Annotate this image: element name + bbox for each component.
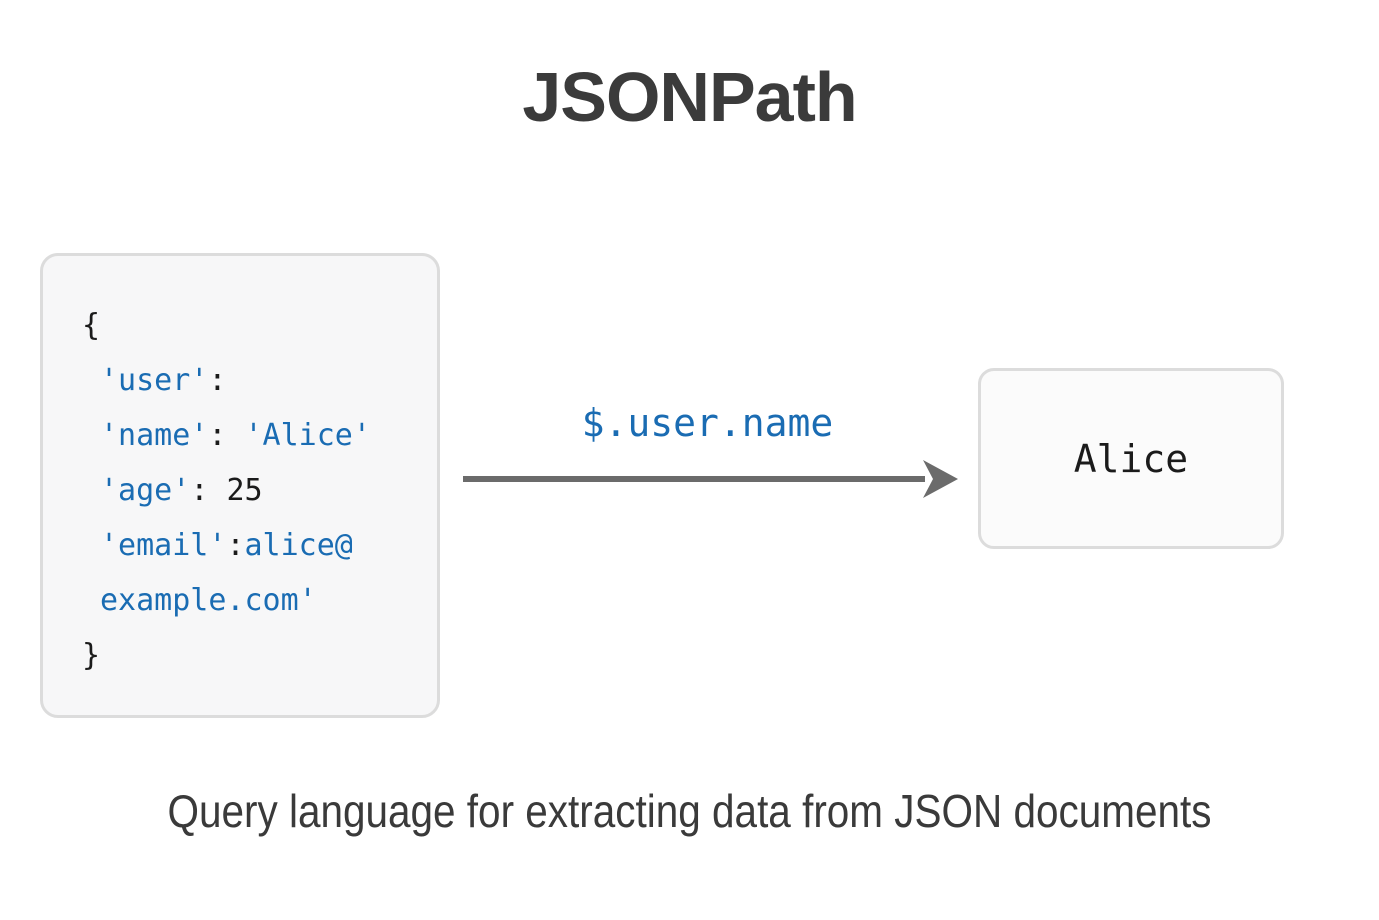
jsonpath-expression-label: $.user.name [581,401,834,445]
result-value-text: Alice [1073,436,1189,481]
code-token-punct: : [208,363,227,398]
page-title: JSONPath [522,58,857,136]
code-line-name-pair: 'name': 'Alice' [82,408,371,463]
code-line-close-brace: } [82,628,371,683]
code-token-key: 'email' [100,528,227,563]
code-line-open-brace: { [82,298,371,353]
code-token-key: 'name' [100,418,209,453]
code-token-brace: } [82,638,101,673]
code-token-brace: { [82,308,101,343]
result-card: Alice [978,368,1284,549]
code-token-punct: : [226,528,245,563]
code-token-key: 'age' [100,473,191,508]
arrow-head [923,460,958,498]
code-token-num: 25 [226,473,263,508]
code-token-punct: : [190,473,227,508]
code-token-punct: : [208,418,245,453]
code-token-str: 'Alice' [244,418,371,453]
code-token-str: alice@ [244,528,353,563]
flow-arrow-icon [463,460,958,498]
code-token-key: 'user' [100,363,209,398]
code-line-age-pair: 'age': 25 [82,463,371,518]
caption: Query language for extracting data from … [167,785,1212,837]
json-source-code: {'user':'name': 'Alice''age': 25'email':… [82,298,371,683]
code-line-email-pair-1: 'email':alice@ [82,518,371,573]
code-line-email-pair-2: example.com' [82,573,371,628]
code-line-user-key: 'user': [82,353,371,408]
json-source-card: {'user':'name': 'Alice''age': 25'email':… [40,253,440,718]
code-token-str: example.com' [100,583,317,618]
